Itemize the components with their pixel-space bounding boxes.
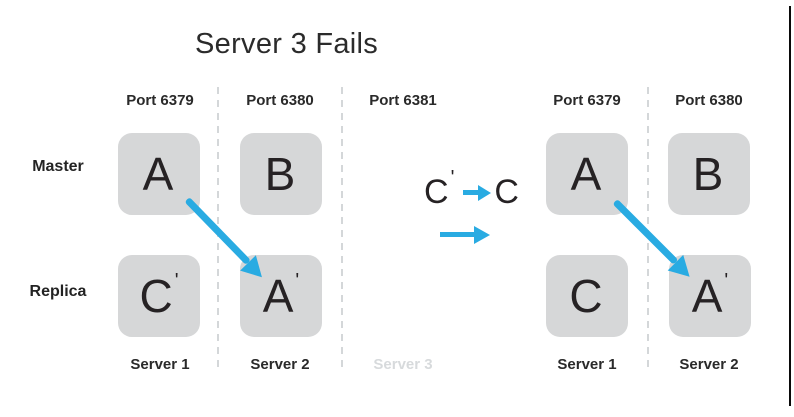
node-prime-mark: ' <box>174 270 179 292</box>
left-replica-node-c-prime: C' <box>118 255 200 337</box>
diagram-title: Server 3 Fails <box>195 28 379 60</box>
node-letter: A <box>691 270 723 322</box>
right-port-6380-label: Port 6380 <box>675 92 743 109</box>
right-port-6379-label: Port 6379 <box>553 92 621 109</box>
right-server-1-label: Server 1 <box>557 356 617 373</box>
node-letter: A <box>142 148 174 200</box>
annotation-from-letter: C <box>424 173 449 211</box>
left-port-6381-label: Port 6381 <box>369 92 437 109</box>
node-letter: B <box>264 148 296 200</box>
right-server-2-label: Server 2 <box>679 356 739 373</box>
annotation-prime-mark: ' <box>450 166 455 189</box>
left-port-6379-label: Port 6379 <box>126 92 194 109</box>
left-cluster-divider-2 <box>341 87 343 373</box>
left-port-6380-label: Port 6380 <box>246 92 314 109</box>
master-row-label: Master <box>32 158 84 175</box>
annotation-to-letter: C <box>494 173 519 211</box>
state-transition-arrow-icon <box>440 232 474 237</box>
right-master-node-b: B <box>668 133 750 215</box>
right-edge-border <box>789 6 791 406</box>
node-letter: A <box>262 270 294 322</box>
left-server-2-label: Server 2 <box>250 356 310 373</box>
promotion-annotation: C' C <box>424 168 519 212</box>
left-server-1-label: Server 1 <box>130 356 190 373</box>
node-letter: C <box>569 270 603 322</box>
node-prime-mark: ' <box>724 270 729 292</box>
left-server-3-failed-label: Server 3 <box>373 356 433 373</box>
left-master-node-b: B <box>240 133 322 215</box>
node-letter: B <box>692 148 724 200</box>
right-replica-node-c: C <box>546 255 628 337</box>
node-letter: C <box>139 270 173 322</box>
replica-row-label: Replica <box>29 283 87 300</box>
right-replica-node-a-prime: A' <box>669 255 751 337</box>
right-replication-arrow-icon <box>612 199 679 265</box>
node-letter: A <box>570 148 602 200</box>
promotion-arrow-icon <box>463 190 479 195</box>
node-prime-mark: ' <box>295 270 300 292</box>
right-master-node-a: A <box>546 133 628 215</box>
